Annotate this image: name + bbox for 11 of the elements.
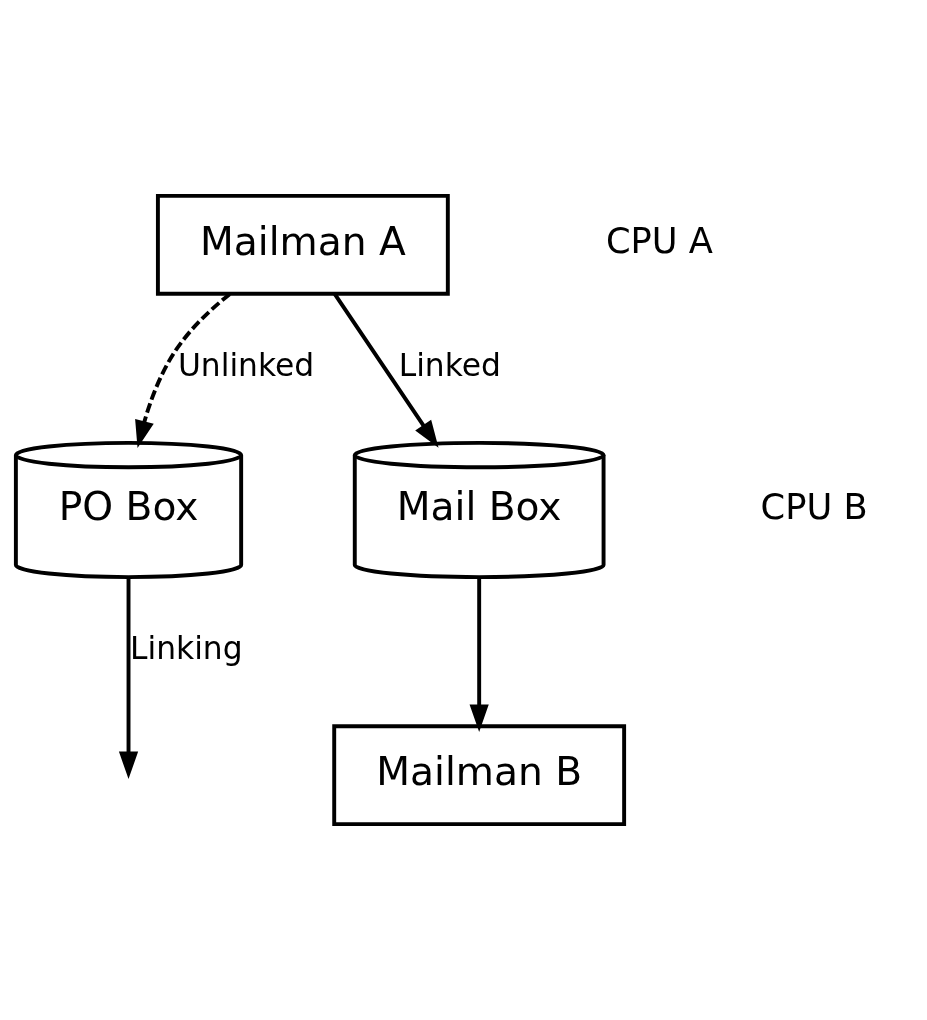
label: CPU A — [605, 220, 713, 262]
label: CPU B — [760, 485, 868, 527]
edge-label: Linked — [398, 346, 501, 383]
node-box: Mailman B — [332, 724, 627, 827]
edge-label: Linking — [130, 630, 243, 667]
edge-label: Unlinked — [177, 346, 315, 383]
arrow — [469, 577, 489, 732]
node-box: Mailman A — [155, 193, 450, 296]
arrow — [333, 293, 439, 448]
arrow — [118, 577, 139, 780]
arrow — [135, 292, 231, 448]
